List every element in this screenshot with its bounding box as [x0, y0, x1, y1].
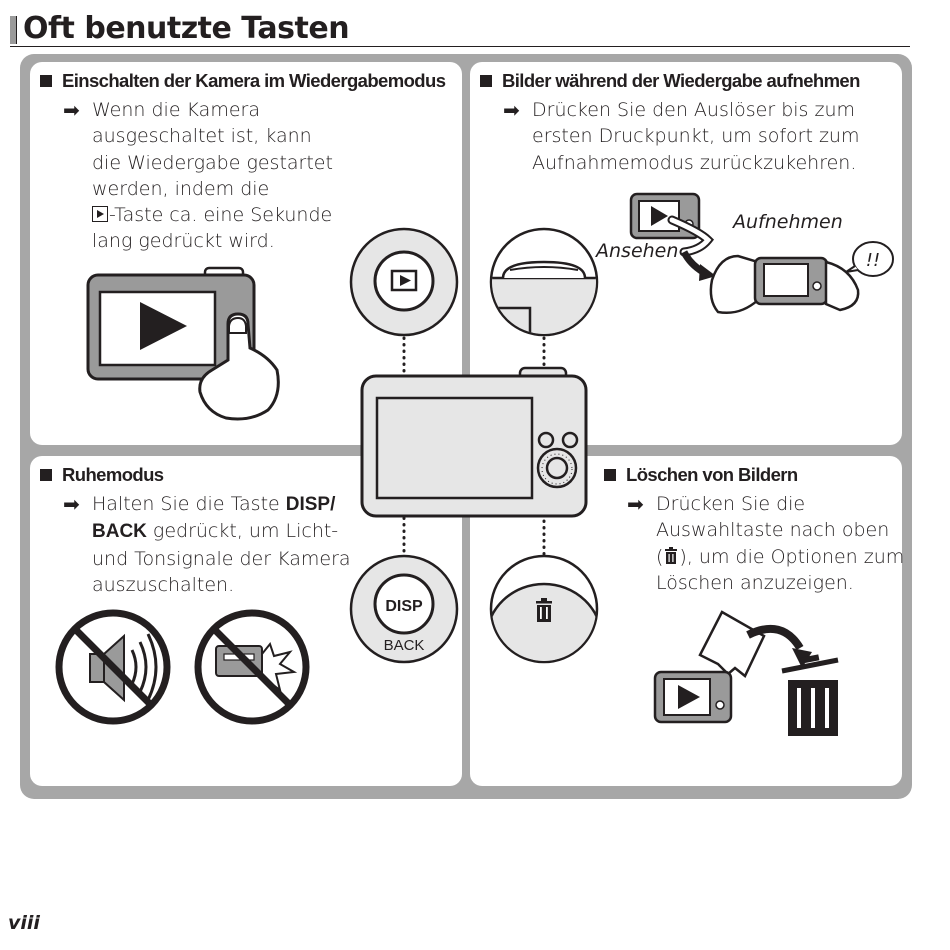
- heading-text: Ruhemodus: [62, 464, 164, 485]
- arrow-right-icon: ➡: [503, 98, 520, 122]
- zoom-selector-button: [489, 554, 599, 664]
- label-shoot: Aufnehmen: [733, 211, 843, 233]
- text-line-with-icon: -Taste ca. eine Sekunde: [92, 202, 333, 228]
- arrow-right-icon: ➡: [63, 98, 80, 122]
- playback-icon: [92, 206, 108, 223]
- trash-icon: [665, 546, 678, 564]
- text-fragment: (: [656, 545, 664, 568]
- text-line: BACK gedrückt, um Licht-: [92, 518, 351, 545]
- heading-text: Bilder während der Wiedergabe aufnehmen: [502, 70, 860, 91]
- text-line: werden, indem die: [92, 177, 270, 200]
- back-label: BACK: [384, 637, 425, 654]
- text-line: Löschen anzuzeigen.: [656, 571, 854, 594]
- no-sound-icon: [55, 609, 171, 725]
- bullet-square: [604, 469, 616, 481]
- arrow-right-icon: ➡: [63, 492, 80, 516]
- text-fragment: gedrückt, um Licht-: [146, 520, 339, 543]
- text-line: Wenn die Kamera: [92, 99, 260, 121]
- title-marker: [10, 16, 17, 44]
- no-flash-icon: [194, 609, 310, 725]
- page-number: viii: [8, 912, 40, 934]
- section-heading-shoot-during-playback: Bilder während der Wiedergabe aufnehmen: [480, 70, 860, 92]
- text-fragment: ), um die Optionen zum: [679, 545, 905, 568]
- section-heading-silent-mode: Ruhemodus: [40, 464, 164, 486]
- arrow-right-icon: ➡: [627, 492, 644, 516]
- text-line: auszuschalten.: [92, 573, 235, 596]
- zoom-playback-button: [349, 227, 459, 337]
- page-title-bar: Oft benutzte Tasten: [10, 12, 910, 47]
- bullet-square: [40, 75, 52, 87]
- section-text-shoot-during-playback: Drücken Sie den Auslöser bis zum ersten …: [532, 97, 859, 176]
- text-line: ausgeschaltet ist, kann: [92, 125, 312, 148]
- bold-keyword: BACK: [92, 521, 147, 543]
- text-line: die Wiedergabe gestartet: [92, 151, 333, 174]
- text-line: und Tonsignale der Kamera: [92, 547, 351, 570]
- label-view: Ansehen: [596, 240, 679, 262]
- trash-icon: [536, 598, 552, 622]
- section-text-delete: Drücken Sie die Auswahltaste nach oben (…: [656, 491, 904, 596]
- zoom-shutter-button: [489, 227, 599, 337]
- bullet-square: [40, 469, 52, 481]
- bubble-text: !!: [866, 250, 880, 271]
- text-line: lang gedrückt wird.: [92, 230, 275, 253]
- text-line: Aufnahmemodus zurückzukehren.: [532, 151, 857, 174]
- text-fragment: Halten Sie die Taste: [92, 493, 286, 515]
- text-line: Drücken Sie die: [656, 493, 806, 515]
- bullet-square: [480, 75, 492, 87]
- page-title: Oft benutzte Tasten: [23, 11, 350, 46]
- text-line: Halten Sie die Taste DISP/: [92, 491, 351, 518]
- section-text-playback-on: Wenn die Kamera ausgeschaltet ist, kann …: [92, 97, 333, 255]
- text-line-with-icon: ( ), um die Optionen zum: [656, 544, 904, 570]
- section-heading-delete: Löschen von Bildern: [604, 464, 798, 486]
- trash-can-icon: [781, 654, 839, 736]
- bold-keyword: DISP/: [285, 494, 336, 515]
- heading-text: Einschalten der Kamera im Wiedergabemodu…: [62, 70, 446, 91]
- disp-label: DISP: [385, 598, 423, 615]
- section-heading-playback-on: Einschalten der Kamera im Wiedergabemodu…: [40, 70, 446, 92]
- text-line: ersten Druckpunkt, um sofort zum: [532, 125, 860, 148]
- section-text-silent-mode: Halten Sie die Taste DISP/ BACK gedrückt…: [92, 491, 351, 598]
- zoom-disp-back-button: DISP BACK: [349, 554, 459, 664]
- text-line: -Taste ca. eine Sekunde: [109, 204, 333, 227]
- heading-text: Löschen von Bildern: [626, 464, 798, 485]
- text-line: Auswahltaste nach oben: [656, 519, 890, 542]
- text-line: Drücken Sie den Auslöser bis zum: [532, 99, 856, 121]
